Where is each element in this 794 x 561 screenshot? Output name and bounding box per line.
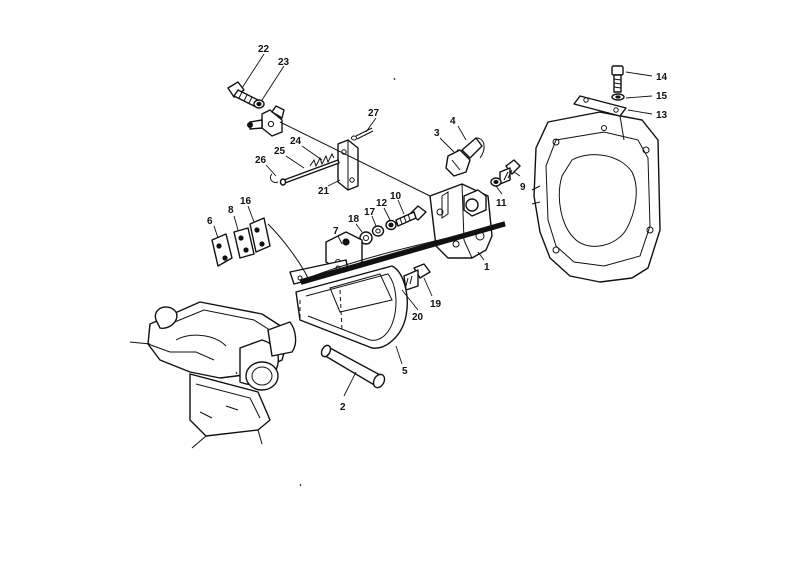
cotter-pin xyxy=(351,127,374,141)
callout-12: 12 xyxy=(376,198,388,209)
callout-6: 6 xyxy=(207,216,213,227)
top-washer xyxy=(611,93,625,101)
callout-24: 24 xyxy=(290,136,302,147)
pump-body xyxy=(429,183,493,259)
flat-washer-17 xyxy=(371,225,385,237)
callout-8: 8 xyxy=(228,205,234,216)
solenoid-body xyxy=(445,149,471,177)
callout-11: 11 xyxy=(496,198,507,209)
callout-17: 17 xyxy=(364,207,376,218)
long-rod xyxy=(279,159,340,186)
spacer-18 xyxy=(359,231,373,245)
connector-block xyxy=(337,139,359,191)
linkage-line-upper xyxy=(279,121,431,197)
upper-washer xyxy=(253,99,265,109)
stray-mark xyxy=(235,371,238,375)
stray-mark xyxy=(393,77,396,81)
drive-belt-strand xyxy=(299,221,506,285)
callout-5: 5 xyxy=(402,366,408,377)
side-bolt xyxy=(499,159,521,185)
lock-washer-12 xyxy=(385,219,397,231)
flywheel-housing xyxy=(531,111,661,283)
pump-bolt xyxy=(395,205,427,227)
engine-block xyxy=(129,301,297,449)
callout-9: 9 xyxy=(520,182,526,193)
clevis-bracket xyxy=(247,105,285,137)
side-washer xyxy=(490,177,502,187)
top-bracket xyxy=(573,95,627,141)
upper-bolt xyxy=(227,81,259,107)
callout-7: 7 xyxy=(333,226,339,237)
plate-6 xyxy=(211,233,233,267)
plate-16 xyxy=(249,217,271,253)
callout-3: 3 xyxy=(434,128,440,139)
callout-26: 26 xyxy=(255,155,267,166)
callout-2: 2 xyxy=(340,402,346,413)
callout-14: 14 xyxy=(656,72,668,83)
top-bolt xyxy=(611,65,624,93)
callout-4: 4 xyxy=(450,116,456,127)
plate-8 xyxy=(233,227,255,259)
spring xyxy=(309,152,335,168)
callout-16: 16 xyxy=(240,196,252,207)
callout-18: 18 xyxy=(348,214,360,225)
callout-labels: 22 23 27 24 25 26 21 4 3 9 11 10 12 17 1… xyxy=(207,44,668,413)
cylinder-pin xyxy=(320,344,386,389)
callout-15: 15 xyxy=(656,91,668,102)
callout-10: 10 xyxy=(390,191,402,202)
callout-27: 27 xyxy=(368,108,380,119)
callout-20: 20 xyxy=(412,312,424,323)
callout-21: 21 xyxy=(318,186,330,197)
leader-lines xyxy=(213,53,653,397)
belt xyxy=(295,265,408,349)
callout-23: 23 xyxy=(278,57,290,68)
callout-19: 19 xyxy=(430,299,442,310)
callout-1: 1 xyxy=(484,262,490,273)
rod-end-pin xyxy=(269,173,279,183)
stray-mark xyxy=(299,483,302,487)
callout-22: 22 xyxy=(258,44,270,55)
callout-13: 13 xyxy=(656,110,668,121)
callout-25: 25 xyxy=(274,146,286,157)
lower-bolt xyxy=(403,263,431,291)
